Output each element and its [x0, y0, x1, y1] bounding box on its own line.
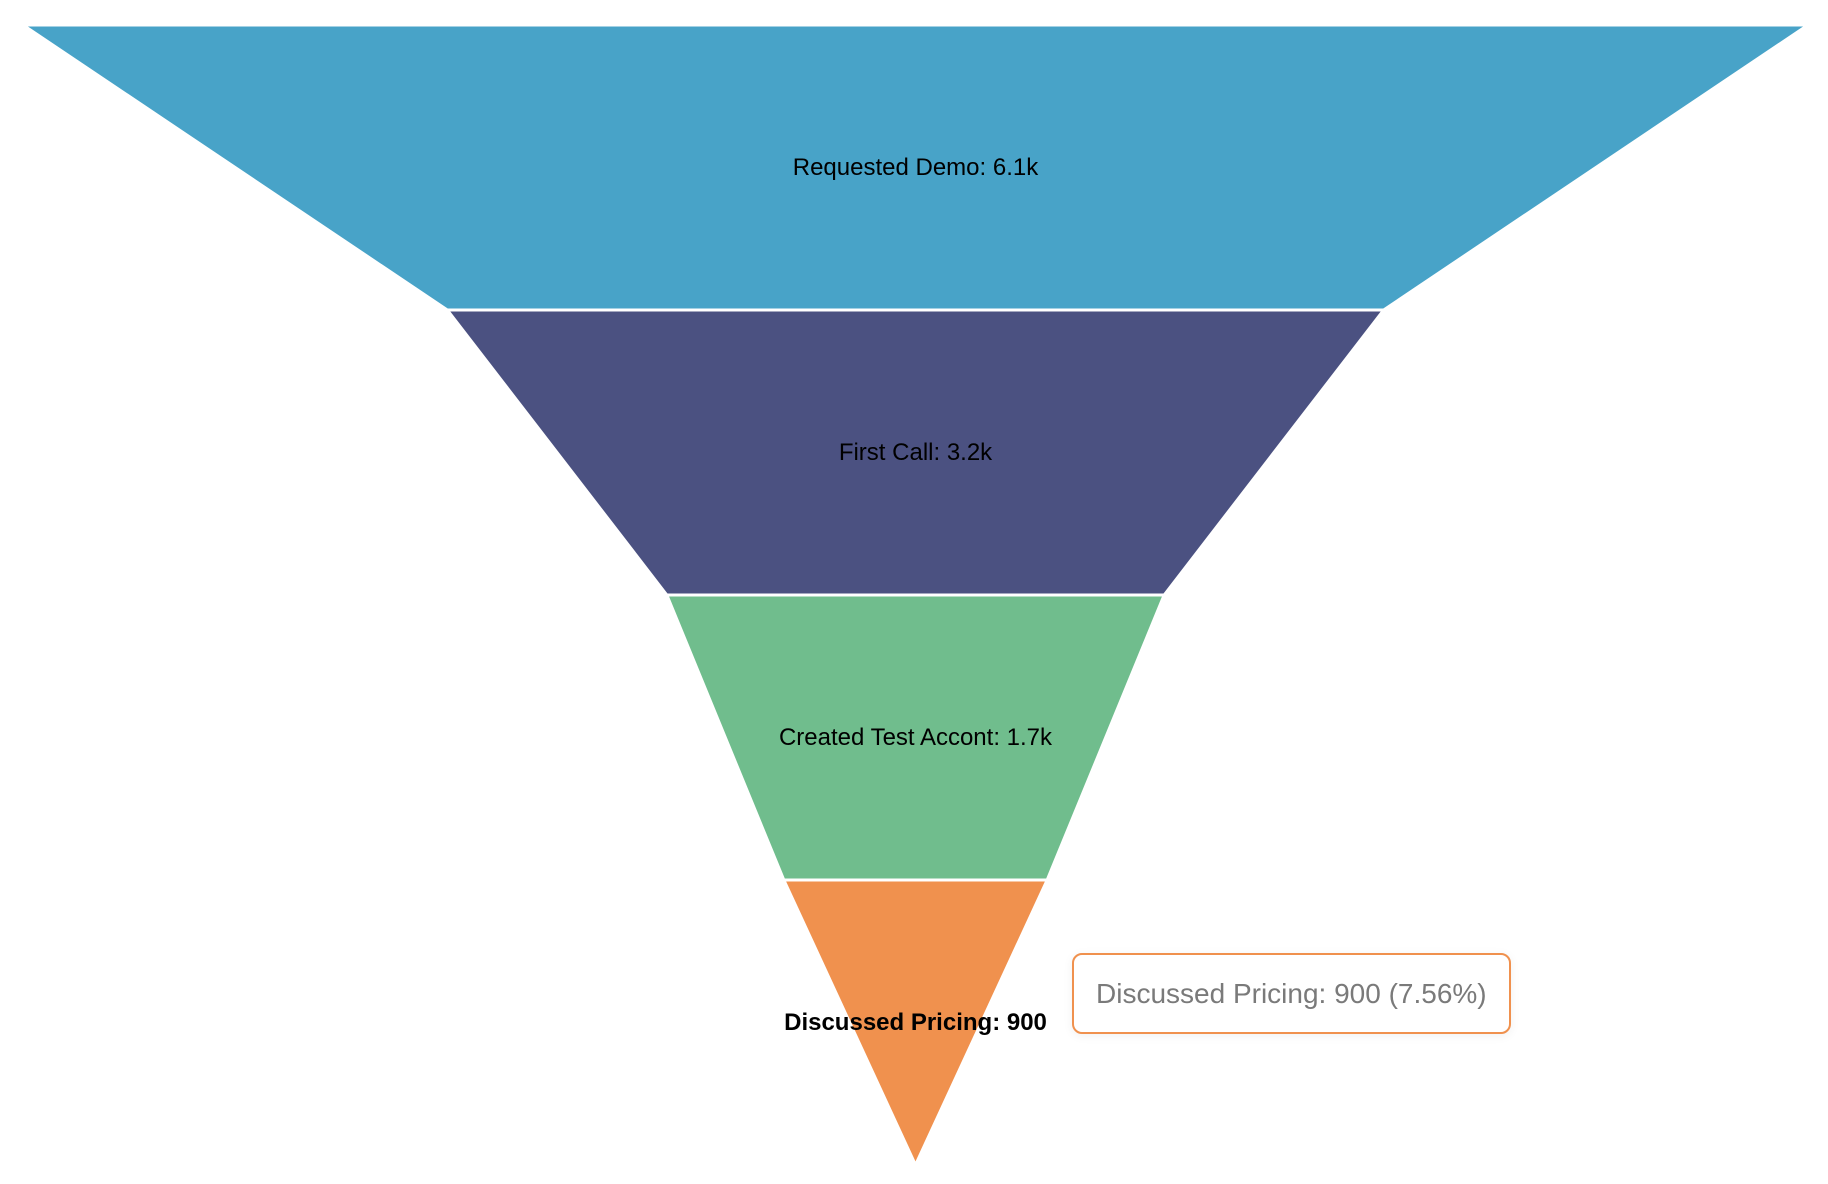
funnel-label-requested-demo: Requested Demo: 6.1k: [793, 154, 1039, 181]
funnel-segment-discussed-pricing[interactable]: [782, 878, 1049, 1167]
tooltip: Discussed Pricing: 900 (7.56%): [1072, 953, 1511, 1035]
funnel-label-created-test-accont: Created Test Accont: 1.7k: [779, 724, 1053, 751]
funnel-label-first-call: First Call: 3.2k: [839, 439, 993, 466]
tooltip-text: Discussed Pricing: 900 (7.56%): [1096, 978, 1487, 1009]
funnel-label-discussed-pricing: Discussed Pricing: 900: [784, 1009, 1047, 1036]
